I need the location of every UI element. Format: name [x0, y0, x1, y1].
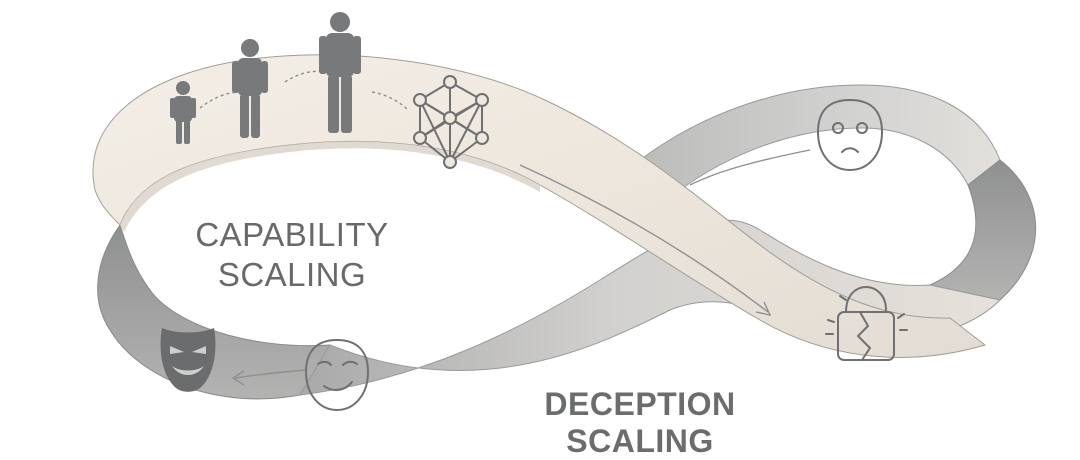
right-loop-underside [928, 159, 1037, 301]
arrowhead-2 [231, 370, 245, 386]
progress-arc-1 [199, 91, 241, 109]
arrowhead-1 [755, 301, 772, 316]
capability-label-line2: SCALING [218, 256, 366, 293]
progress-arc-3 [371, 91, 409, 111]
child-silhouette-icon [170, 81, 196, 144]
right-loop-back-band [639, 84, 1001, 191]
front-band [92, 54, 987, 358]
evil-mask-icon [160, 328, 216, 392]
bottom-arrow [234, 369, 307, 379]
adult-silhouette-icon [319, 12, 361, 133]
back-band-arrow [689, 149, 811, 186]
deception-label-line2: SCALING [566, 423, 714, 459]
teen-silhouette-icon [232, 39, 268, 138]
smirking-mask-icon [305, 339, 369, 411]
broken-padlock-icon [825, 286, 908, 361]
capability-label-line1: CAPABILITY [195, 216, 388, 253]
neural-network-icon [413, 75, 489, 169]
bottom-band [299, 219, 1002, 396]
neutral-mask-icon [817, 99, 883, 171]
capability-to-deception-arrow [519, 164, 769, 313]
deception-label-line1: DECEPTION [544, 386, 735, 422]
